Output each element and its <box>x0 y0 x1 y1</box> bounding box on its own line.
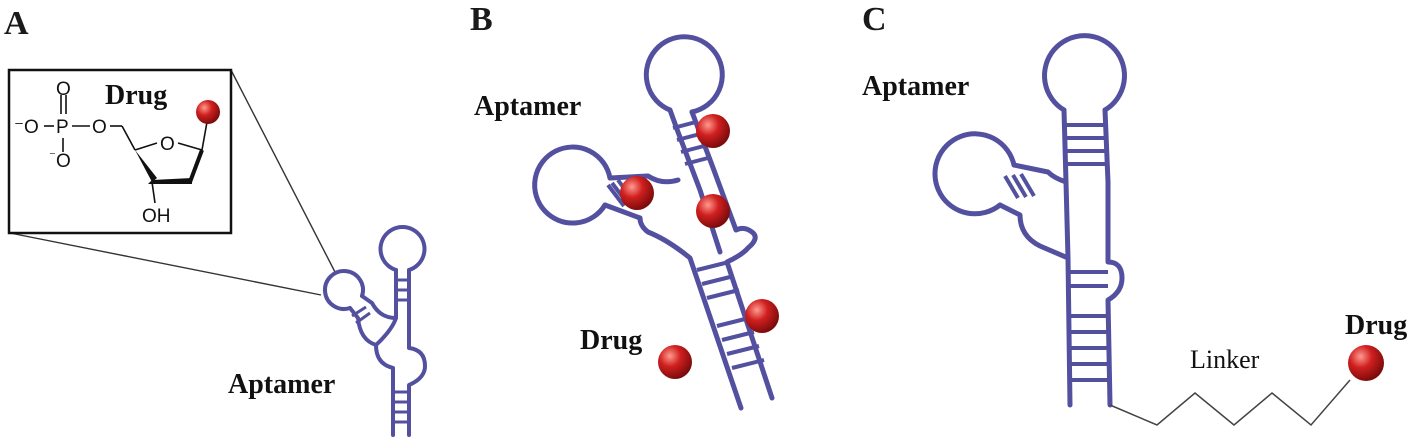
chem-o-bottom: O <box>56 151 71 172</box>
panel-letter-a: A <box>4 5 29 42</box>
linker-chain <box>1109 379 1351 427</box>
drug-sphere-inset <box>196 100 220 124</box>
drug-sphere-b-3 <box>696 194 730 228</box>
chem-o-bottom-charge: ⁻ <box>49 148 56 163</box>
panel-a: A <box>4 5 427 437</box>
drug-sphere-c <box>1348 345 1384 381</box>
chem-oh: OH <box>142 206 171 227</box>
aptamer-b <box>532 34 775 411</box>
drug-label-b: Drug <box>580 325 642 356</box>
chem-o-top: O <box>56 79 71 100</box>
chem-phosphorus: P <box>56 117 69 138</box>
inset-frame <box>7 68 233 235</box>
drug-label-c: Drug <box>1345 310 1407 341</box>
panel-c: C Aptamer <box>862 1 1407 427</box>
drug-sphere-b-1 <box>696 114 730 148</box>
chem-o-minus-left: ⁻O <box>14 117 39 138</box>
aptamer-label-a: Aptamer <box>228 369 335 400</box>
chem-o-bridge: O <box>92 117 107 138</box>
aptamer-label-b: Aptamer <box>474 91 581 122</box>
panel-b: B Aptamer <box>470 1 779 411</box>
panel-letter-c: C <box>862 1 887 38</box>
drug-sphere-b-free <box>658 345 692 379</box>
linker-label: Linker <box>1190 345 1260 374</box>
zoom-line-lower <box>9 232 322 296</box>
drug-sphere-b-2 <box>620 176 654 210</box>
aptamer-label-c: Aptamer <box>862 71 969 102</box>
zoom-line-upper <box>230 69 336 273</box>
chemical-structure-inset: ⁻O P O O O ⁻ O OH Drug <box>7 68 233 235</box>
chem-o-ring: O <box>160 134 175 155</box>
aptamer-c <box>932 33 1127 408</box>
drug-sphere-b-4 <box>745 299 779 333</box>
drug-label-inset: Drug <box>105 80 167 111</box>
aptamer-a <box>323 224 427 437</box>
panel-letter-b: B <box>470 1 493 38</box>
